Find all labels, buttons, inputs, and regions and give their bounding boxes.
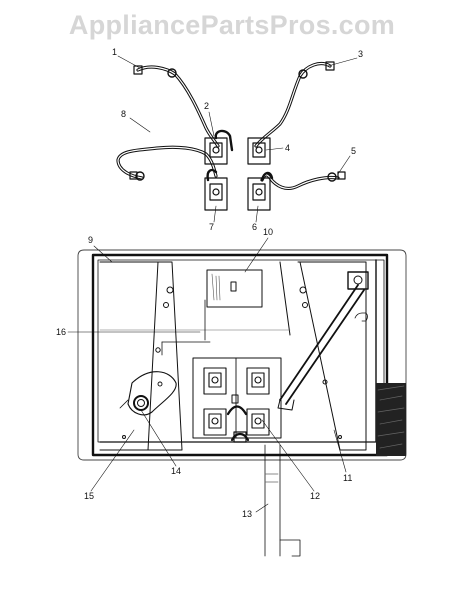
callout-14: 14	[171, 466, 181, 476]
switch-6	[247, 171, 274, 211]
leader-lines	[67, 55, 358, 513]
burner-wire-3	[254, 61, 335, 148]
callout-3: 3	[358, 49, 363, 59]
callout-2: 2	[204, 101, 209, 111]
callout-6: 6	[252, 222, 257, 232]
callout-9: 9	[88, 235, 93, 245]
switch-4	[247, 137, 271, 165]
callout-labels: 1 2 3 4 5 6 7 8 9 10 11 12 13 14 15 16	[56, 47, 363, 519]
switch-7	[204, 168, 228, 211]
callout-8: 8	[121, 109, 126, 119]
callout-15: 15	[84, 491, 94, 501]
switch-2	[204, 129, 234, 165]
callout-11: 11	[343, 473, 352, 483]
callout-10: 10	[263, 227, 273, 237]
control-panel	[77, 249, 407, 557]
callout-16: 16	[56, 327, 66, 337]
insulation-strip	[376, 383, 406, 456]
burner-wire-5	[260, 171, 346, 191]
watermark-logo: AppliancePartsPros.com	[68, 10, 396, 40]
callout-7: 7	[209, 222, 214, 232]
callout-1: 1	[112, 47, 117, 57]
callout-12: 12	[310, 491, 320, 501]
callout-13: 13	[242, 509, 252, 519]
burner-wire-8	[116, 145, 218, 181]
callout-5: 5	[351, 146, 356, 156]
callout-4: 4	[285, 143, 290, 153]
